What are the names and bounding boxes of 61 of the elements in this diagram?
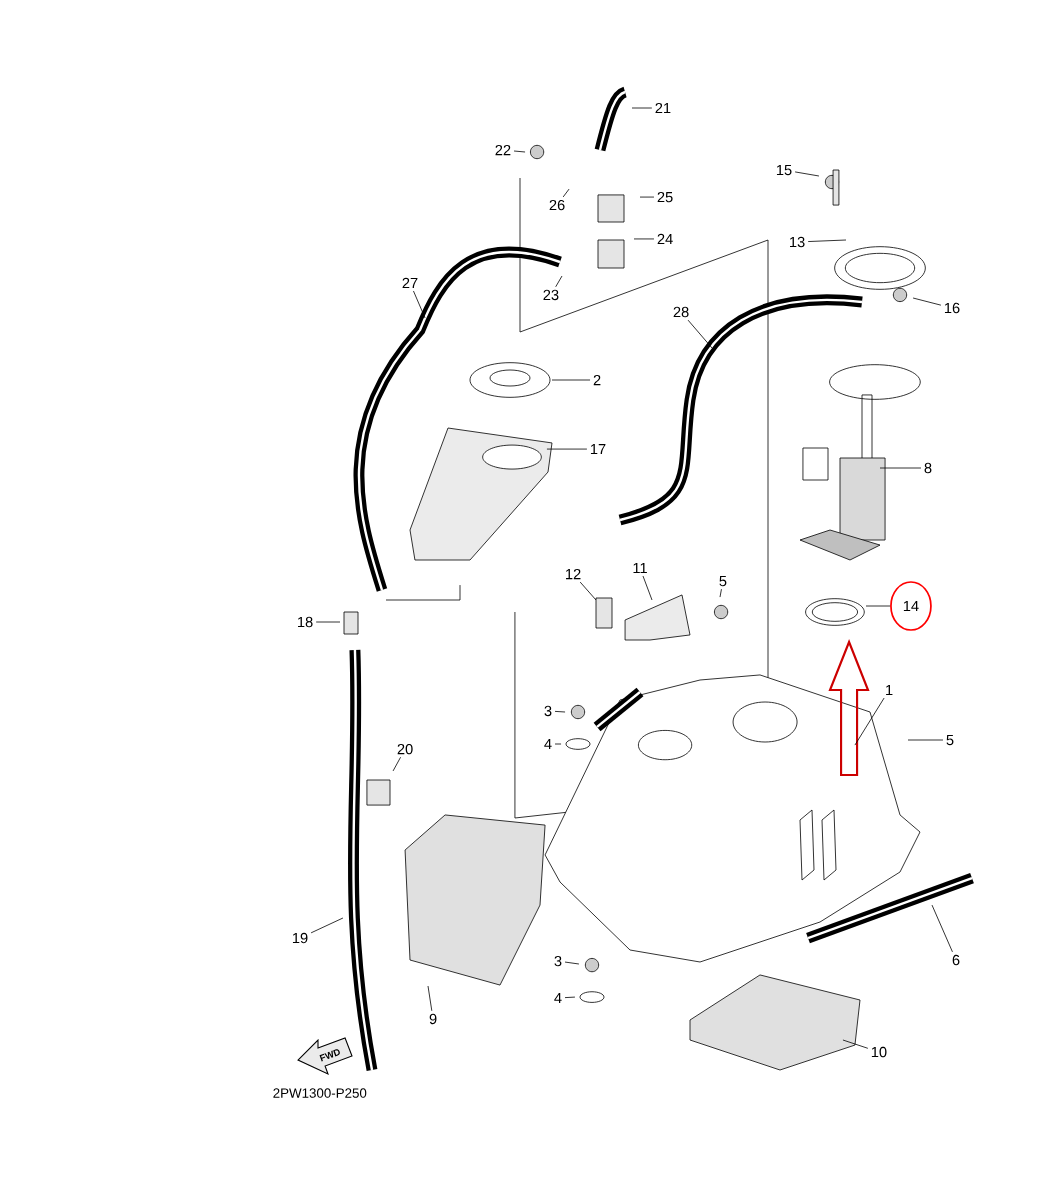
callout-number: 2 (593, 374, 601, 386)
callout-number: 25 (657, 191, 673, 203)
callout-number: 18 (298, 616, 313, 628)
leader-line (427, 985, 433, 1012)
leader-line (807, 239, 847, 242)
leader-line (631, 107, 653, 109)
leader-line (513, 150, 526, 153)
leader-line (546, 448, 588, 450)
callout-number: 21 (655, 102, 671, 114)
callout-number: 3 (554, 955, 562, 967)
leader-line (794, 171, 820, 177)
callout-number: 12 (566, 568, 581, 580)
callout-number: 11 (633, 562, 647, 574)
callout-number: 4 (544, 739, 552, 750)
callout-number: 5 (946, 734, 954, 746)
callout-number: 10 (871, 1046, 887, 1058)
leader-line (564, 961, 580, 965)
leader-line (719, 588, 722, 598)
leader-line (554, 743, 562, 745)
leader-line (392, 756, 401, 772)
callout-number: 5 (719, 575, 727, 587)
callout-number: 26 (549, 199, 565, 211)
leader-line (639, 196, 655, 198)
callout-number: 1 (886, 685, 893, 696)
callout-number: 3 (544, 705, 552, 717)
callout-number: 24 (657, 233, 673, 245)
leader-line (879, 467, 922, 469)
leader-line (310, 917, 344, 934)
leader-line (633, 238, 655, 240)
leader-line (687, 319, 713, 349)
leader-line (912, 297, 942, 306)
leader-line (931, 904, 953, 953)
leader-line (315, 621, 341, 623)
callout-number: 16 (944, 302, 960, 314)
circled-callout-number: 14 (890, 581, 932, 631)
callout-number: 15 (776, 164, 792, 176)
callout-number: 9 (429, 1013, 437, 1025)
callout-number: 23 (543, 289, 559, 301)
callout-number: 6 (952, 954, 960, 966)
callout-number: 8 (924, 462, 932, 474)
leader-line (555, 275, 563, 288)
callout-number: 27 (402, 277, 418, 289)
leader-line (865, 605, 891, 607)
leader-line (642, 575, 653, 601)
leader-line (842, 1039, 869, 1049)
callout-number: 17 (590, 444, 606, 455)
leader-line (554, 711, 566, 713)
callout-number: 22 (495, 144, 511, 156)
leader-line (907, 739, 944, 741)
leader-line (854, 697, 885, 746)
leader-line (413, 290, 426, 319)
leader-line (579, 581, 597, 601)
leader-line (562, 188, 570, 198)
leader-line (564, 996, 576, 998)
callout-number: 19 (292, 932, 308, 944)
callout-number: 28 (673, 306, 689, 318)
callout-number: 13 (790, 236, 805, 248)
diagram-code: 2PW1300-P250 (273, 1088, 367, 1098)
leader-line (551, 379, 591, 381)
callout-number: 4 (554, 993, 562, 1004)
callout-number: 20 (397, 743, 413, 755)
